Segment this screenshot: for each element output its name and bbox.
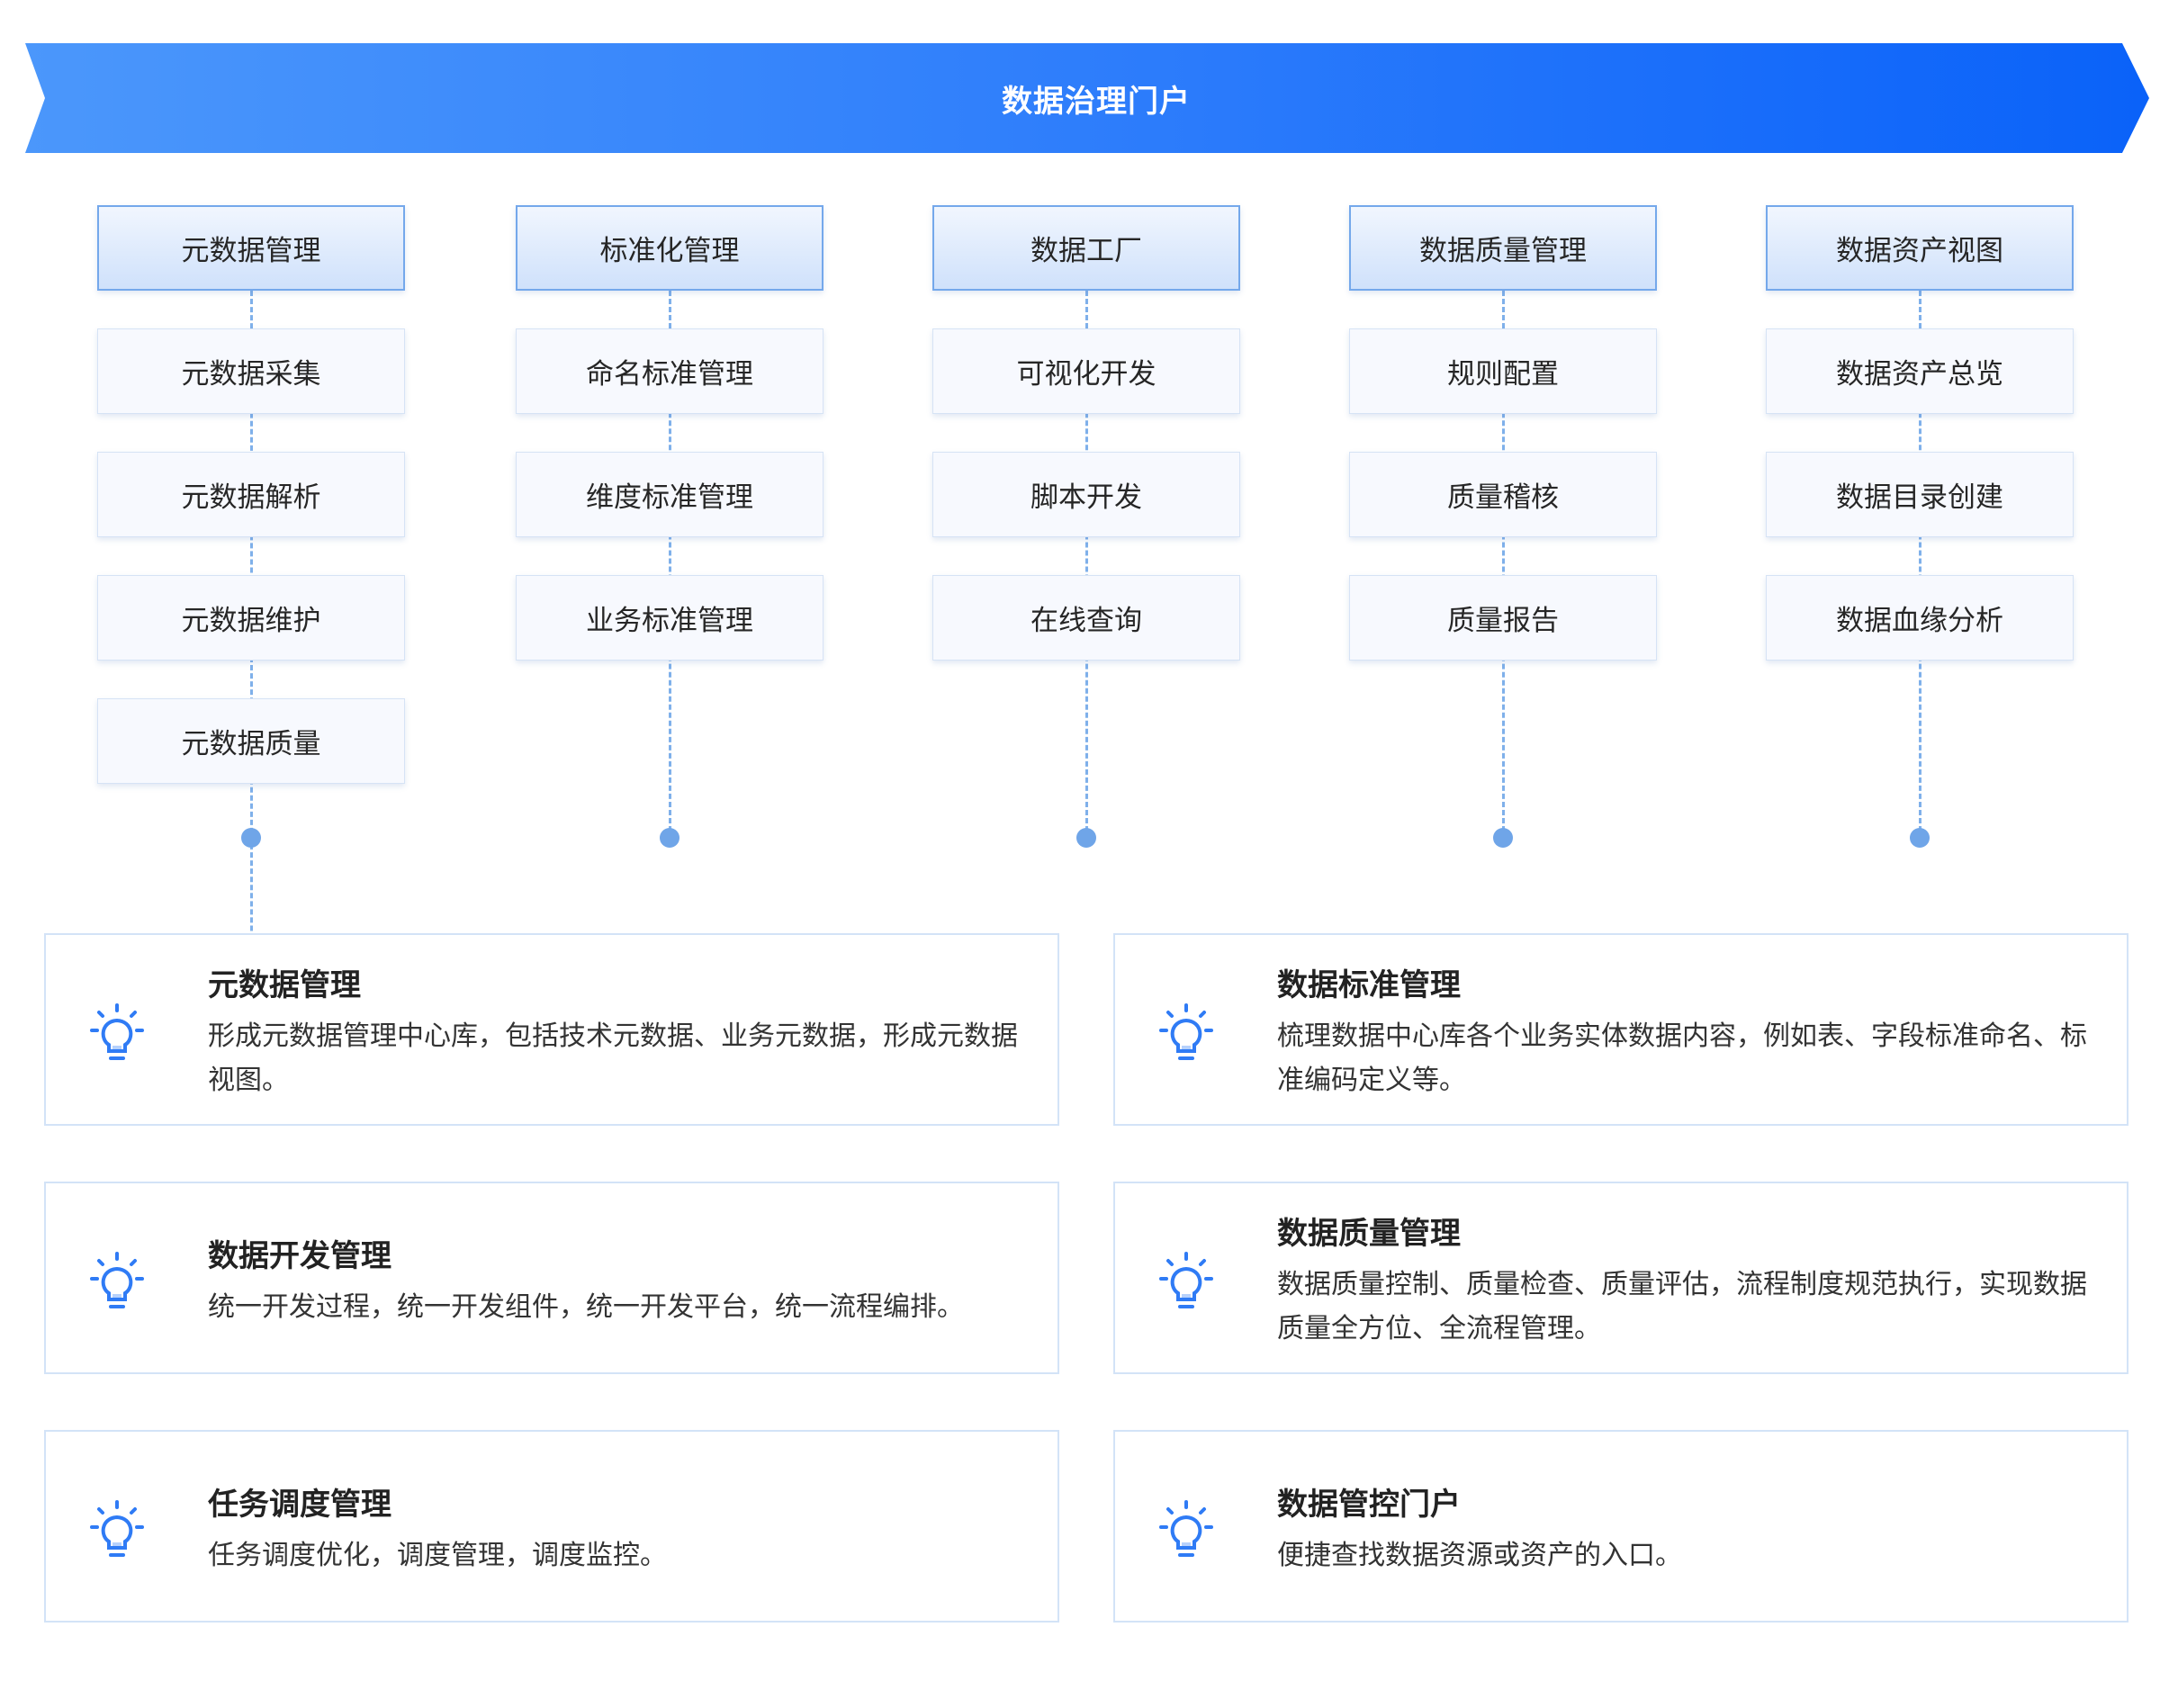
- module-item: 规则配置: [1349, 328, 1657, 414]
- card-description: 任务调度优化，调度管理，调度监控。: [208, 1540, 667, 1571]
- card-text: 元数据管理 形成元数据管理中心库，包括技术元数据、业务元数据，形成元数据视图。: [208, 964, 1022, 1102]
- connector-end-dot: [1076, 828, 1096, 848]
- module-item: 数据目录创建: [1766, 452, 2074, 537]
- card-description: 梳理数据中心库各个业务实体数据内容，例如表、字段标准命名、标准编码定义等。: [1277, 1020, 2087, 1096]
- lightbulb-icon: [1158, 1252, 1214, 1311]
- module-item: 业务标准管理: [516, 575, 824, 661]
- module-item: 元数据质量: [97, 698, 405, 784]
- lightbulb-icon: [89, 1500, 145, 1560]
- connector-line: [1085, 291, 1088, 840]
- connector-end-dot: [1910, 828, 1930, 848]
- card-title: 数据标准管理: [1277, 967, 1461, 1003]
- lightbulb-icon: [1158, 1500, 1214, 1560]
- module-item: 质量报告: [1349, 575, 1657, 661]
- connector-line: [1919, 291, 1922, 840]
- card-title: 元数据管理: [208, 967, 361, 1003]
- banner-title: 数据治理门户: [1002, 83, 1191, 120]
- card-text: 数据质量管理 数据质量控制、质量检查、质量评估，流程制度规范执行，实现数据质量全…: [1277, 1212, 2091, 1351]
- card-title: 任务调度管理: [208, 1487, 392, 1523]
- module-item: 在线查询: [932, 575, 1240, 661]
- module-item: 元数据解析: [97, 452, 405, 537]
- module-item: 数据血缘分析: [1766, 575, 2074, 661]
- card-text: 数据开发管理 统一开发过程，统一开发组件，统一开发平台，统一流程编排。: [208, 1235, 1022, 1329]
- feature-card-task-scheduling: 任务调度管理 任务调度优化，调度管理，调度监控。: [44, 1430, 1059, 1623]
- connector-end-dot: [1493, 828, 1513, 848]
- feature-card-metadata: 元数据管理 形成元数据管理中心库，包括技术元数据、业务元数据，形成元数据视图。: [44, 933, 1059, 1126]
- feature-card-data-standards: 数据标准管理 梳理数据中心库各个业务实体数据内容，例如表、字段标准命名、标准编码…: [1113, 933, 2128, 1126]
- feature-card-governance-portal: 数据管控门户 便捷查找数据资源或资产的入口。: [1113, 1430, 2128, 1623]
- lightbulb-icon: [89, 1252, 145, 1311]
- connector-end-dot: [660, 828, 680, 848]
- module-item: 元数据采集: [97, 328, 405, 414]
- card-title: 数据管控门户: [1277, 1487, 1461, 1523]
- card-description: 统一开发过程，统一开发组件，统一开发平台，统一流程编排。: [208, 1291, 964, 1323]
- module-item: 元数据维护: [97, 575, 405, 661]
- module-item: 质量稽核: [1349, 452, 1657, 537]
- module-header: 数据资产视图: [1766, 205, 2074, 291]
- feature-card-data-development: 数据开发管理 统一开发过程，统一开发组件，统一开发平台，统一流程编排。: [44, 1182, 1059, 1374]
- module-header: 数据质量管理: [1349, 205, 1657, 291]
- lightbulb-icon: [1158, 1003, 1214, 1063]
- module-item: 脚本开发: [932, 452, 1240, 537]
- module-header: 元数据管理: [97, 205, 405, 291]
- card-text: 数据标准管理 梳理数据中心库各个业务实体数据内容，例如表、字段标准命名、标准编码…: [1277, 964, 2091, 1102]
- card-description: 便捷查找数据资源或资产的入口。: [1277, 1540, 1682, 1571]
- module-item: 数据资产总览: [1766, 328, 2074, 414]
- module-item: 命名标准管理: [516, 328, 824, 414]
- lightbulb-icon: [89, 1003, 145, 1063]
- card-title: 数据质量管理: [1277, 1216, 1461, 1252]
- card-text: 任务调度管理 任务调度优化，调度管理，调度监控。: [208, 1483, 1022, 1578]
- portal-banner: 数据治理门户: [25, 43, 2149, 153]
- feature-card-data-quality: 数据质量管理 数据质量控制、质量检查、质量评估，流程制度规范执行，实现数据质量全…: [1113, 1182, 2128, 1374]
- module-header: 标准化管理: [516, 205, 824, 291]
- connector-line: [1502, 291, 1505, 840]
- connector-end-dot: [241, 828, 261, 848]
- connector-line: [669, 291, 671, 840]
- card-title: 数据开发管理: [208, 1238, 392, 1274]
- module-item: 可视化开发: [932, 328, 1240, 414]
- card-description: 数据质量控制、质量检查、质量评估，流程制度规范执行，实现数据质量全方位、全流程管…: [1277, 1269, 2087, 1344]
- module-item: 维度标准管理: [516, 452, 824, 537]
- card-description: 形成元数据管理中心库，包括技术元数据、业务元数据，形成元数据视图。: [208, 1020, 1018, 1096]
- card-text: 数据管控门户 便捷查找数据资源或资产的入口。: [1277, 1483, 2091, 1578]
- module-header: 数据工厂: [932, 205, 1240, 291]
